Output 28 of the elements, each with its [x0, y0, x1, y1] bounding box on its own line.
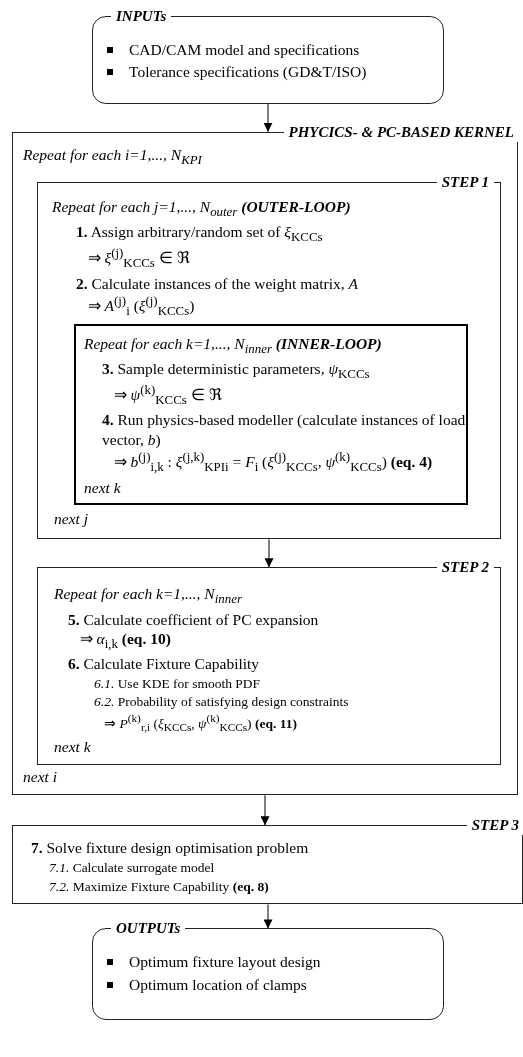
- step-text: 7.2. Maximize Fixture Capability (eq. 8): [48, 878, 270, 896]
- step-text: 6. Calculate Fixture Capability: [67, 654, 261, 674]
- loop-label: next j: [53, 509, 89, 529]
- step-text: 5. Calculate coefficient of PC expansion ⇒ α$_{i,k}$ (eq. 10): [67, 609, 320, 653]
- step-text: 2. Calculate instances of the weight matrix, A ⇒ A$^{(j)}$$_{i}$ (ξ$^{(j)}$$_{KCCs}$): [75, 273, 359, 320]
- list-item-text: CAD/CAM model and specifications: [129, 40, 360, 60]
- step-text: 7.1. Calculate surrogate model: [48, 859, 216, 877]
- step-text: 7. Solve fixture design optimisation problem: [30, 838, 310, 858]
- arrow: [260, 794, 270, 826]
- arrow: [263, 103, 273, 133]
- loop-label: Repeat for each i=1,..., N$_{KPI}$: [22, 144, 203, 168]
- list-item-text: Tolerance specifications (GD&T/ISO): [129, 62, 367, 82]
- loop-label: Repeat for each j=1,..., N$_{outer}$ (OUTER-LOOP): [51, 197, 352, 221]
- step-text: 1. Assign arbitrary/random set of ξ$_{KCCs}$ ⇒ ξ$^{(j)}$$_{KCCs}$ ∈ ℜ: [75, 222, 324, 272]
- loop-box: [74, 323, 468, 505]
- list-item-text: Optimum location of clamps: [129, 974, 307, 995]
- loop-label: next i: [22, 766, 58, 787]
- arrow: [263, 903, 273, 929]
- arrow: [264, 538, 274, 568]
- list-item-text: Optimum fixture layout design: [129, 952, 321, 972]
- step-text: 6.1. Use KDE for smooth PDF: [93, 675, 262, 693]
- loop-label: next k: [53, 736, 92, 756]
- step-text: 3. Sample deterministic parameters, ψ$_{KCCs}$ ⇒ ψ$^{(k)}$$_{KCCs}$ ∈ ℜ: [101, 358, 371, 409]
- step-text: 6.2. Probability of satisfying design constraints ⇒ P$^{(k)}$$_{r,i}$ (ξ$_{KCCs}$, ψ$^{(k)}$$_{KCCs}$) (eq. 11): [93, 694, 350, 735]
- step-text: 4. Run physics-based modeller (calculate instances of load vector, b) ⇒ b$^{(j)}$$_{i,k}$ : ξ$^{(j,k)}$$_{KPIi}$ = F$_{i}$ (ξ$^{(j)}$$_{KCCs}$, ψ$^{(k)}$$_{KCCs}$) (eq. 4): [101, 410, 466, 476]
- loop-label: Repeat for each k=1,..., N$_{inner}$: [53, 584, 243, 608]
- loop-label: Repeat for each k=1,..., N$_{inner}$ (INNER-LOOP): [83, 333, 383, 357]
- loop-label: next k: [83, 477, 122, 497]
